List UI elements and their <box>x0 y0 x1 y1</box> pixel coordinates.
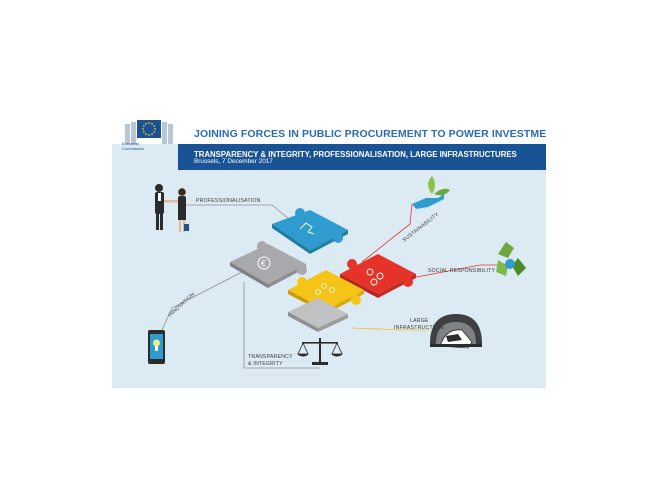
puzzle-piece-blue <box>272 208 348 254</box>
large-infrastructure-label-1: LARGE <box>410 318 429 324</box>
plant-hand-icon <box>412 176 450 209</box>
recycle-icon <box>496 242 526 276</box>
svg-text:€: € <box>261 259 266 268</box>
page-subtitle: TRANSPARENCY & INTEGRITY, PROFESSIONALIS… <box>194 150 517 159</box>
header-area <box>112 112 546 144</box>
logo-caption-line-2: Commission <box>122 145 145 151</box>
european-commission-logo <box>125 120 173 144</box>
innovation-label: INNOVATION <box>167 292 196 319</box>
social-line <box>389 264 497 283</box>
sustainability-label: SUSTAINABILITY <box>402 211 441 243</box>
eu-flag-icon <box>137 120 161 138</box>
train-tunnel-icon <box>430 314 482 349</box>
smartphone-lightbulb-icon <box>148 330 165 364</box>
euro-icon: € <box>257 256 271 270</box>
logo-caption: European Commission <box>122 141 145 151</box>
logo-caption-line-1: European <box>122 141 140 146</box>
transparency-label-1: TRANSPARENCY <box>248 354 293 360</box>
business-people-icon <box>155 184 189 232</box>
puzzle-piece-red <box>340 254 416 298</box>
puzzle-piece-grey-bottom <box>288 298 348 332</box>
event-banner: European Commission JOINING FORCES IN PU… <box>112 112 546 388</box>
social-responsibility-label: SOCIAL RESPONSIBILITY <box>428 268 495 274</box>
innovation-line <box>161 271 243 331</box>
large-infrastructure-label-2: INFRASTRUCTURE <box>394 325 445 331</box>
infrastructure-line <box>351 327 430 331</box>
sustainability-line <box>361 203 413 263</box>
transparency-label-2: & INTEGRITY <box>248 361 283 367</box>
scales-icon <box>297 338 343 365</box>
page-title: JOINING FORCES IN PUBLIC PROCUREMENT TO … <box>194 128 546 140</box>
professionalisation-label: PROFESSIONALISATION <box>196 198 261 204</box>
puzzle-illustration: € <box>148 176 526 369</box>
event-date: Brussels, 7 December 2017 <box>194 158 273 165</box>
professionalisation-line <box>182 204 291 221</box>
puzzle-piece-grey: € <box>230 241 307 288</box>
subtitle-band: TRANSPARENCY & INTEGRITY, PROFESSIONALIS… <box>178 144 546 170</box>
transparency-line <box>243 282 320 369</box>
